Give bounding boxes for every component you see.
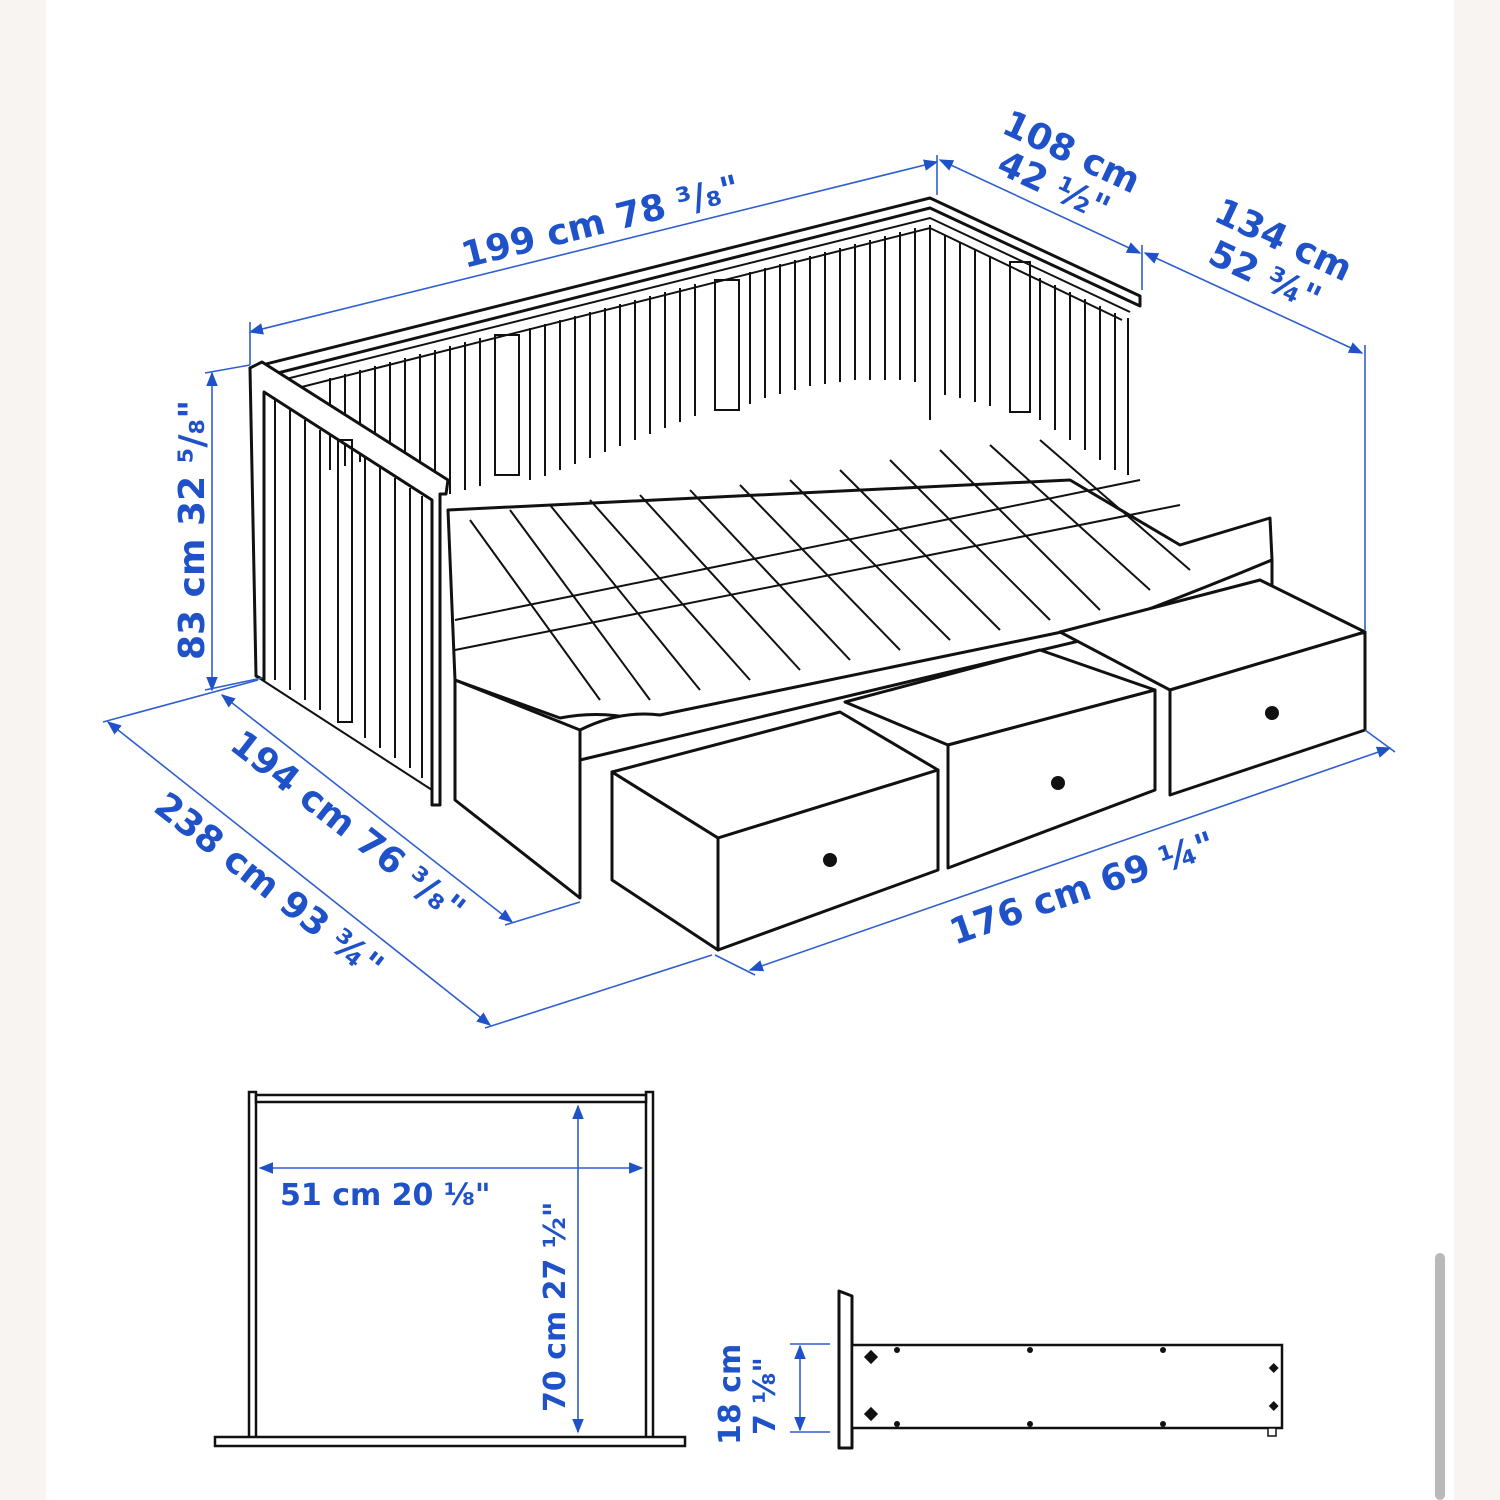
label-drawer-depth: 70 cm 27 ½": [538, 1201, 573, 1412]
back-spindles: [329, 225, 931, 494]
right-margin: [1454, 0, 1500, 1500]
drawer-top-view: 51 cm 20 ⅛" 70 cm 27 ½": [213, 1090, 687, 1448]
bed-slats: [454, 439, 1191, 701]
label-drawer-height-in: 7 ⅛": [748, 1357, 783, 1435]
dimension-lines: [102, 155, 1396, 1029]
label-top-length: 199 cm 78 ³/₈": [457, 168, 744, 277]
drawer-fittings: [863, 1347, 1279, 1427]
label-drawer-width: 51 cm 20 ⅛": [280, 1178, 491, 1213]
drawer-left: [610, 710, 940, 952]
right-armrest-spindles: [944, 235, 1129, 475]
vertical-scrollbar[interactable]: [1435, 1253, 1445, 1500]
label-height: 83 cm 32 ⁵/₈": [172, 400, 213, 660]
drawer-side-view: 18 cm 7 ⅛": [713, 1289, 1284, 1450]
label-drawer-height-cm: 18 cm: [713, 1344, 748, 1445]
